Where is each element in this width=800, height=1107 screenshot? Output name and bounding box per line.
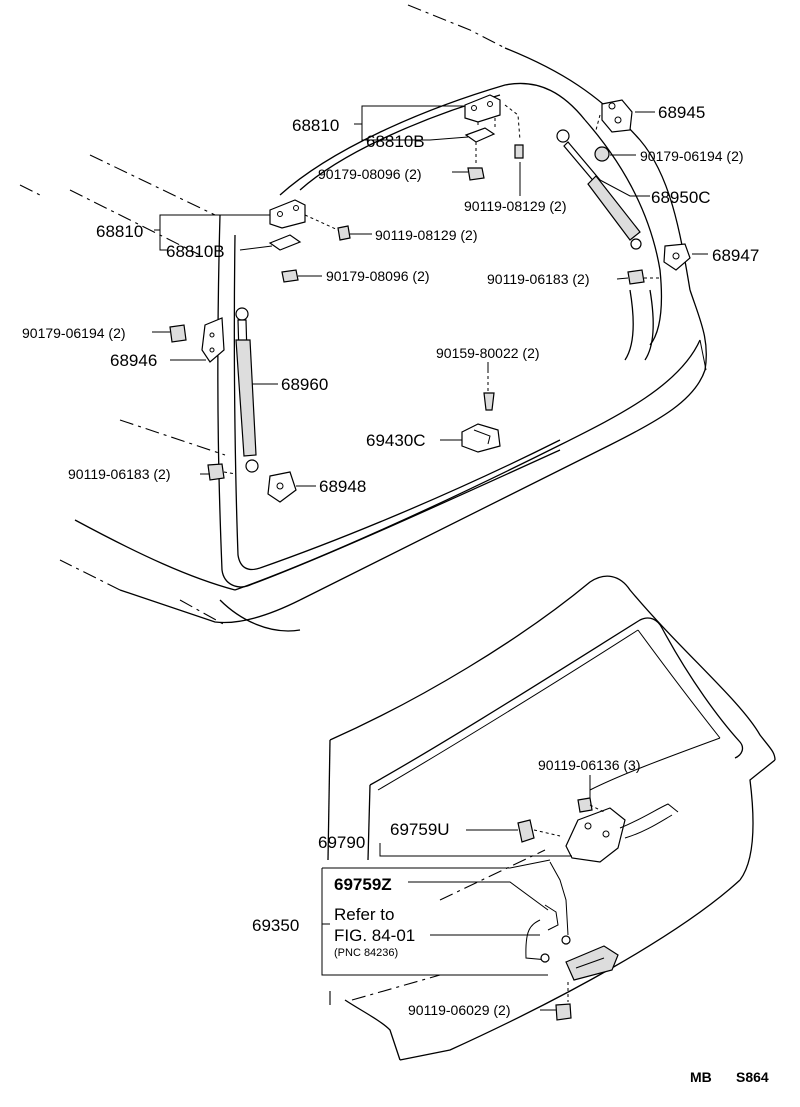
label-69350: 69350 [252,916,299,935]
lock-cylinder-icon [517,819,561,843]
refer-line-1: Refer to [334,905,394,924]
label-90179-08096-top: 90179-08096 (2) [318,166,422,182]
bracket-icon [595,99,633,133]
latch-icon [565,945,619,981]
label-90179-06194-left: 90179-06194 (2) [22,325,126,341]
label-68810-left: 68810 [96,222,143,241]
refer-line-3: (PNC 84236) [334,947,398,959]
label-69430c: 69430C [366,431,426,450]
gas-strut-icon [235,307,259,473]
refer-line-2: FIG. 84-01 [334,926,415,945]
label-90159-80022: 90159-80022 (2) [436,345,540,361]
rod-icon [525,861,571,963]
bracket-icon [663,243,691,271]
gas-strut-icon [556,129,642,250]
bracket-icon [201,317,225,363]
hinge-icon [268,199,339,251]
label-90179-06194-right: 90179-06194 (2) [640,148,744,164]
label-68810b-left: 68810B [166,242,225,261]
bolt-icon [577,797,605,813]
code-left: MB [690,1069,712,1085]
label-90119-06183-right: 90119-06183 (2) [487,271,589,287]
label-90119-08129-left: 90119-08129 (2) [375,227,477,243]
label-69790: 69790 [318,833,365,852]
cushion-icon [594,146,610,162]
bolt-icon [337,225,351,241]
label-90179-08096-left: 90179-08096 (2) [326,268,430,284]
label-68950c: 68950C [651,188,711,207]
label-68948: 68948 [319,477,366,496]
nut-icon [281,269,299,283]
latch-icon [565,803,679,863]
label-90119-06136: 90119-06136 (3) [538,757,640,773]
part-labels: 68810 68810B 90179-08096 (2) 90119-08129… [22,103,769,1085]
code-right: S864 [736,1069,769,1085]
hinge-icon [464,94,501,165]
label-68947: 68947 [712,246,759,265]
body-outline-upper [19,4,707,632]
bolt-icon [504,104,524,159]
label-69759u: 69759U [390,820,450,839]
group-bracket-69350 [321,859,551,976]
label-68945: 68945 [658,103,705,122]
cushion-icon [169,324,187,343]
bracket-icon [267,471,297,503]
label-68810-top: 68810 [292,116,339,135]
label-68946: 68946 [110,351,157,370]
bolt-icon [207,463,237,481]
latch-icon [461,423,501,453]
nut-icon [467,167,485,181]
label-68810b-top: 68810B [366,132,425,151]
label-68960: 68960 [281,375,328,394]
label-90119-06029: 90119-06029 (2) [408,1002,510,1018]
label-90119-08129-top: 90119-08129 (2) [464,198,566,214]
bolt-icon [627,269,660,285]
back-door-outline [327,575,776,1061]
bolt-icon [555,982,572,1021]
bolt-icon [483,370,495,411]
label-90119-06183-left: 90119-06183 (2) [68,466,170,482]
leader-lines [152,105,708,1011]
label-69759z: 69759Z [334,875,392,894]
